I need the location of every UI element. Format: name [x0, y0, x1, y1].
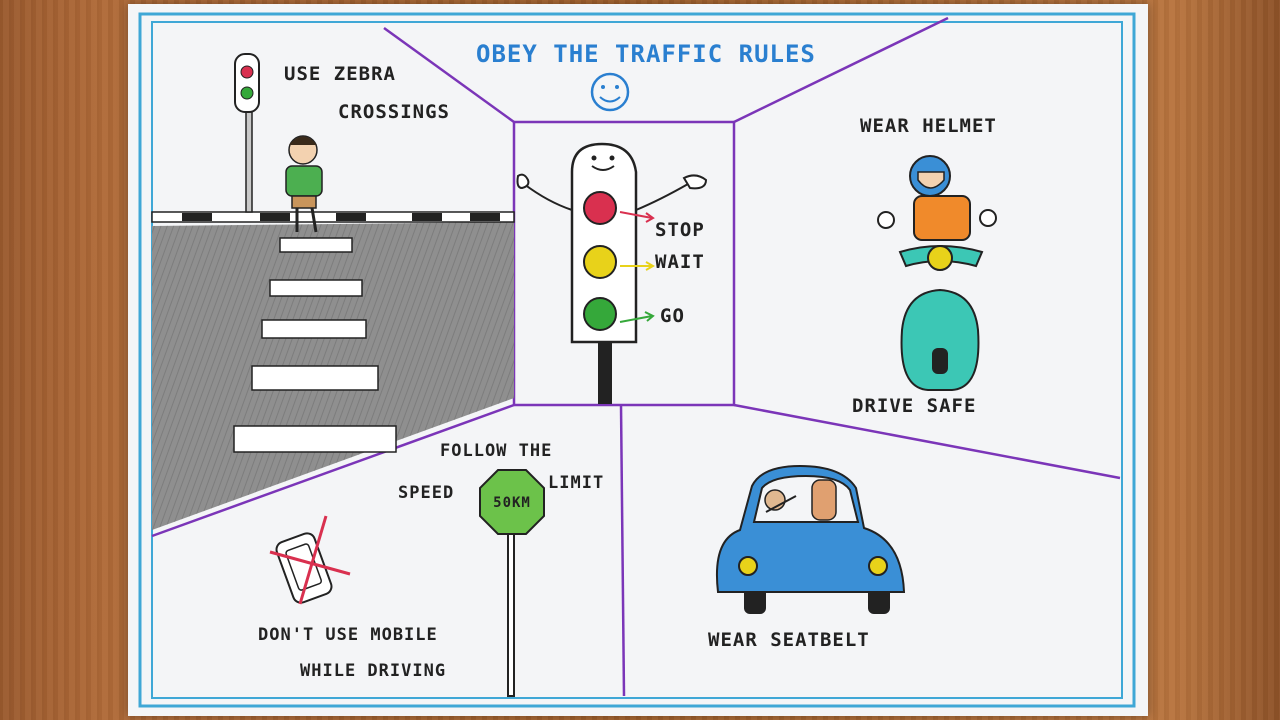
speed-label-left: SPEED [398, 483, 454, 503]
traffic-signal-character: STOP WAIT GO [516, 142, 708, 404]
smiley-icon [590, 72, 630, 112]
zebra-label-line1: USE ZEBRA [284, 63, 396, 85]
scooter-headlight [927, 245, 953, 271]
scooter-body [900, 288, 980, 391]
kerb [151, 211, 515, 223]
helmet-label: WEAR HELMET [860, 115, 997, 137]
pedestrian-boy [285, 135, 323, 233]
wait-label: WAIT [655, 251, 705, 273]
small-traffic-light [234, 53, 260, 213]
speed-sign-pole [507, 531, 515, 697]
speed-sign [479, 469, 545, 535]
scooter-rider [877, 155, 997, 391]
car-headlight-left [738, 556, 758, 576]
seatbelt [765, 495, 797, 513]
rider-shirt [913, 195, 971, 241]
speed-limit-panel: FOLLOW THE SPEED LIMIT 50KM [398, 441, 604, 697]
go-label: GO [660, 305, 685, 327]
speed-label-right: LIMIT [548, 473, 604, 493]
mobile-label-line1: DON'T USE MOBILE [258, 625, 438, 645]
speed-label-line1: FOLLOW THE [440, 441, 552, 461]
no-mobile-panel: DON'T USE MOBILE WHILE DRIVING [258, 515, 446, 681]
car [716, 464, 906, 614]
stop-label: STOP [655, 219, 705, 241]
drive-safe-label: DRIVE SAFE [852, 395, 976, 417]
poster-title: OBEY THE TRAFFIC RULES [476, 40, 816, 68]
speed-sign-value: 50KM [493, 495, 531, 511]
mobile-label-line2: WHILE DRIVING [300, 661, 446, 681]
zebra-label-line2: CROSSINGS [338, 101, 450, 123]
green-light [583, 297, 617, 331]
zebra-crossing-panel: USE ZEBRA CROSSINGS [151, 53, 515, 530]
signal-pole [598, 342, 612, 404]
cross-mark-icon [269, 550, 351, 576]
car-headlight-right [868, 556, 888, 576]
seatbelt-label: WEAR SEATBELT [708, 629, 870, 651]
signal-body [570, 142, 638, 344]
scooter-wheel [932, 348, 948, 374]
zebra-stripes [233, 237, 397, 453]
outer-border [138, 12, 1136, 708]
seatbelt-panel: WEAR SEATBELT [708, 464, 906, 651]
yellow-light [583, 245, 617, 279]
helmet-panel: WEAR HELMET DRIVE SAFE [852, 115, 997, 417]
red-light [583, 191, 617, 225]
mobile-phone-icon [275, 532, 333, 604]
panel-dividers [151, 16, 1121, 697]
